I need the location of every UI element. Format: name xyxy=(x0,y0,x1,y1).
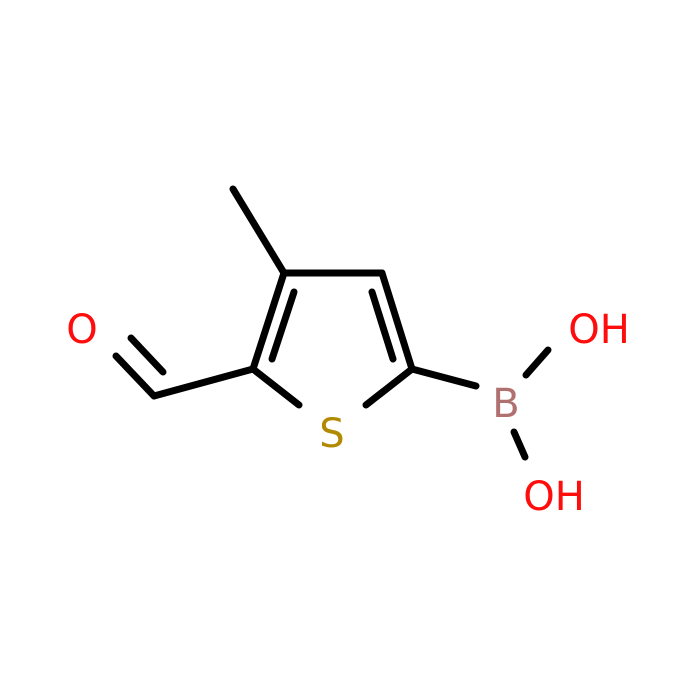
bond-c5-s xyxy=(362,365,416,409)
bond-b-oh2 xyxy=(510,428,529,461)
atom-b: B xyxy=(492,381,519,427)
atom-s: S xyxy=(319,411,344,457)
bond-c5-b xyxy=(408,365,480,390)
atom-oh-bottom: OH xyxy=(523,474,585,520)
bond-s-c2 xyxy=(249,365,303,409)
atom-o-aldehyde: O xyxy=(66,307,97,353)
bond-co-1 xyxy=(112,352,158,400)
bond-b-oh1 xyxy=(522,346,552,379)
bond-c2-c3 xyxy=(249,269,288,373)
bond-c2-cho xyxy=(150,365,257,400)
bond-c4-c5-inner xyxy=(368,288,397,363)
bond-co-2 xyxy=(127,334,167,376)
bond-methyl xyxy=(229,185,288,277)
bond-c4-c5 xyxy=(378,269,416,373)
atom-oh-top: OH xyxy=(568,307,630,353)
bond-c2-c3-inner xyxy=(268,288,298,363)
